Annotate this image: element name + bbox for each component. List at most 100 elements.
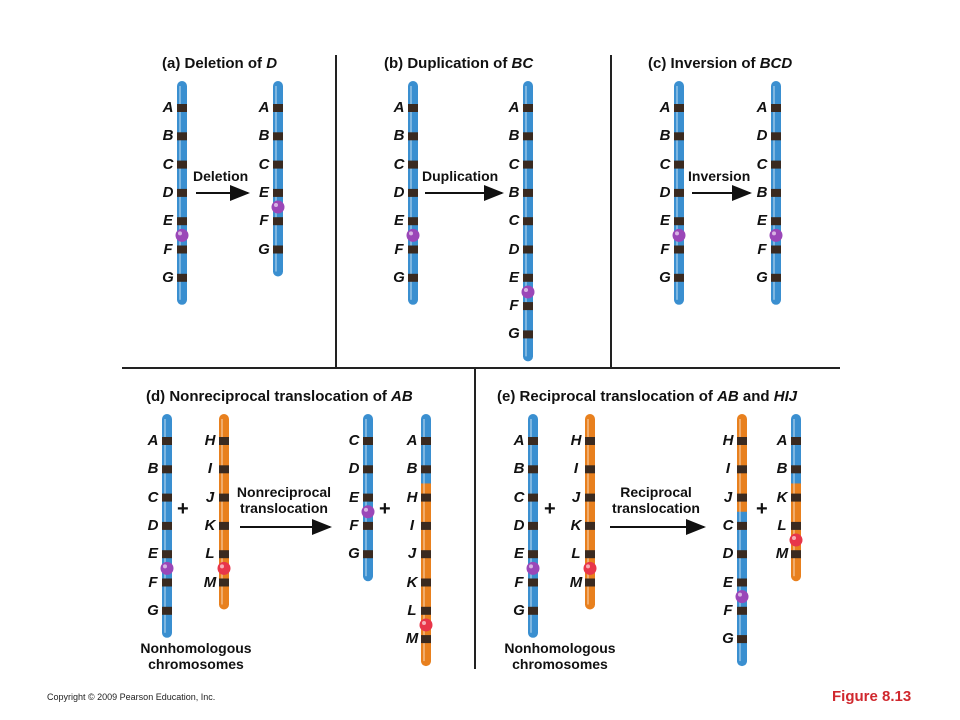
gene-band	[737, 550, 747, 559]
gene-label: L	[777, 516, 787, 534]
gene-label: E	[162, 212, 173, 230]
gene-band	[219, 550, 229, 559]
centromere	[361, 505, 375, 519]
gene-band	[219, 437, 229, 445]
gene-label: G	[348, 545, 360, 563]
gene-label: K	[406, 573, 418, 591]
chromosome-cap	[771, 294, 781, 305]
gene-label: H	[406, 488, 418, 506]
gene-band	[674, 273, 684, 282]
centromere	[526, 561, 540, 575]
gene-band	[273, 217, 283, 226]
chromosome-segment	[219, 568, 229, 605]
gene-band	[177, 132, 187, 141]
panel-b-title: (b) Duplication of BC	[384, 55, 534, 72]
chromosome-cap	[363, 414, 373, 424]
gene-label: M	[405, 630, 419, 648]
centromere-shine	[274, 203, 278, 208]
gene-label: G	[393, 268, 405, 286]
panel-c-operation: Inversion	[688, 168, 751, 184]
gene-band	[771, 188, 781, 197]
panel-c-chromosome-after	[769, 81, 783, 305]
centromere	[672, 228, 686, 242]
gene-label: C	[722, 516, 734, 534]
gene-band	[528, 493, 538, 502]
gene-band	[737, 493, 747, 502]
gene-band	[408, 273, 418, 282]
gene-label: D	[508, 240, 520, 258]
panel-e-chromosome-2-after	[789, 414, 803, 582]
gene-band	[771, 104, 781, 112]
gene-label: C	[513, 488, 525, 506]
gene-band	[408, 188, 418, 197]
gene-band	[408, 245, 418, 254]
gene-label: F	[723, 601, 733, 619]
centromere-shine	[738, 592, 742, 597]
gene-band	[219, 521, 229, 530]
gene-band	[177, 160, 187, 169]
centromere	[160, 561, 174, 575]
gene-band	[585, 521, 595, 530]
chromosome-cap	[162, 627, 172, 638]
gene-band	[273, 188, 283, 197]
gene-label: C	[147, 488, 159, 506]
centromere-shine	[524, 287, 528, 292]
gene-label: B	[659, 127, 671, 145]
gene-label: A	[406, 432, 418, 449]
chromosome-segment	[177, 263, 187, 301]
gene-band	[528, 606, 538, 615]
gene-label: A	[393, 99, 405, 116]
gene-label: J	[723, 488, 733, 506]
centromere-shine	[178, 231, 182, 236]
centromere-shine	[792, 536, 796, 541]
gene-label: F	[660, 240, 670, 258]
gene-band	[737, 635, 747, 644]
gene-band	[523, 245, 533, 254]
chromosome-cap	[363, 571, 373, 582]
centromere-shine	[422, 620, 426, 625]
gene-band	[791, 493, 801, 502]
chromosome-cap	[791, 571, 801, 582]
chromosome-cap	[585, 414, 595, 424]
chromosome-cap	[523, 81, 533, 91]
gene-band	[421, 437, 431, 445]
centromere	[217, 561, 231, 575]
chromosome-cap	[219, 599, 229, 610]
gene-label: D	[659, 183, 671, 201]
figure-label: Figure 8.13	[832, 688, 912, 705]
gene-label: B	[147, 460, 159, 478]
chromosome-cap	[219, 414, 229, 424]
gene-band	[162, 521, 172, 530]
panel-e-plus-before: +	[544, 498, 556, 520]
chromosome-cap	[674, 294, 684, 305]
gene-band	[408, 104, 418, 112]
chromosome-segment	[408, 263, 418, 301]
gene-label: D	[722, 545, 734, 563]
gene-band	[363, 493, 373, 502]
gene-label: E	[393, 212, 404, 230]
panel-d-plus-before: +	[177, 498, 189, 520]
gene-band	[771, 132, 781, 141]
gene-band	[421, 578, 431, 587]
gene-label: L	[571, 545, 581, 563]
gene-label: A	[756, 99, 768, 116]
gene-band	[528, 437, 538, 445]
gene-band	[421, 521, 431, 530]
panel-a-chromosome-before	[175, 81, 189, 305]
gene-band	[791, 465, 801, 474]
gene-label: F	[394, 240, 404, 258]
chromosome-segment	[528, 596, 538, 634]
centromere-shine	[529, 564, 533, 569]
gene-label: G	[162, 268, 174, 286]
gene-band	[162, 550, 172, 559]
centromere	[583, 561, 597, 575]
chromosome-cap	[177, 294, 187, 305]
gene-label: B	[406, 460, 418, 478]
panel-c-title: (c) Inversion of BCD	[648, 55, 793, 72]
divider-horizontal	[122, 367, 840, 369]
gene-band	[421, 493, 431, 502]
centromere	[789, 533, 803, 547]
chromosome-cap	[273, 266, 283, 277]
gene-label: D	[162, 183, 174, 201]
gene-band	[523, 132, 533, 141]
